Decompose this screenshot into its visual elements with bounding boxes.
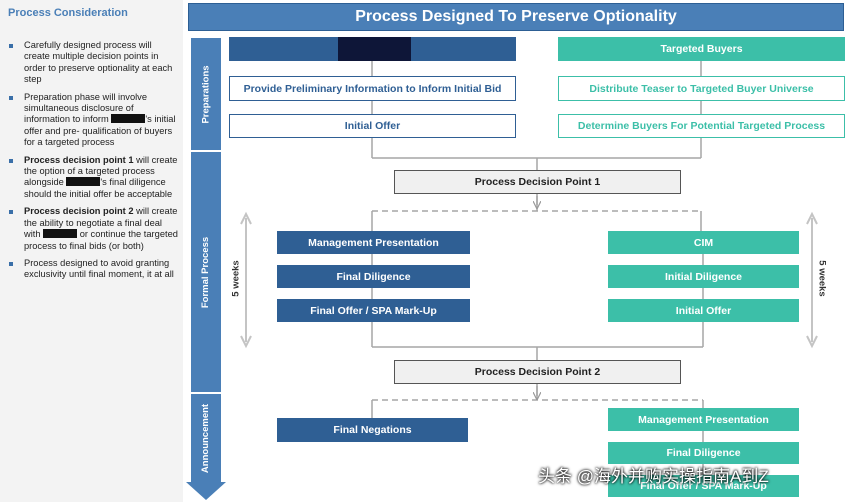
list-item: Process designed to avoid granting exclu… [8, 258, 180, 281]
formal-final-diligence: Final Diligence [277, 265, 470, 288]
formal-initial-diligence: Initial Diligence [608, 265, 799, 288]
list-item: Process decision point 2 will create the… [8, 206, 180, 252]
decision-point-2: Process Decision Point 2 [394, 360, 681, 384]
redaction-block [43, 229, 78, 239]
prep-initial-offer: Initial Offer [229, 114, 516, 138]
formal-cim: CIM [608, 231, 799, 254]
formal-initial-offer: Initial Offer [608, 299, 799, 322]
prep-distribute-teaser: Distribute Teaser to Targeted Buyer Univ… [558, 76, 845, 101]
redaction-block [111, 114, 146, 124]
watermark-text: 头条 @海外并购实操指南A到Z [538, 467, 769, 486]
list-item: Carefully designed process will create m… [8, 40, 180, 86]
formal-management-presentation: Management Presentation [277, 231, 470, 254]
redaction-block [338, 37, 411, 61]
panel-title: Process Consideration [8, 7, 128, 19]
phase-arrow-head [186, 482, 226, 500]
announce-management-presentation: Management Presentation [608, 408, 799, 431]
prep-determine-buyers: Determine Buyers For Potential Targeted … [558, 114, 845, 138]
weeks-label-right: 5 weeks [816, 259, 828, 297]
phase-divider [191, 150, 221, 152]
phase-arrow [191, 38, 221, 482]
consideration-list: Carefully designed process will create m… [8, 40, 180, 287]
prep-provide-information: Provide Preliminary Information to Infor… [229, 76, 516, 101]
announce-final-offer: Final Offer / SPA Mark-Up [608, 475, 799, 497]
redaction-block [66, 177, 101, 187]
announce-final-negations: Final Negations [277, 418, 468, 442]
list-item: Preparation phase will involve simultane… [8, 92, 180, 149]
decision-point-1: Process Decision Point 1 [394, 170, 681, 194]
announce-final-diligence: Final Diligence [608, 442, 799, 464]
phase-divider [191, 392, 221, 394]
weeks-label-left: 5 weeks [230, 259, 242, 297]
diagram-title: Process Designed To Preserve Optionality [188, 3, 844, 31]
targeted-buyers-header: Targeted Buyers [558, 37, 845, 61]
list-item: Process decision point 1 will create the… [8, 155, 180, 201]
left-panel [0, 0, 183, 502]
formal-final-offer: Final Offer / SPA Mark-Up [277, 299, 470, 322]
